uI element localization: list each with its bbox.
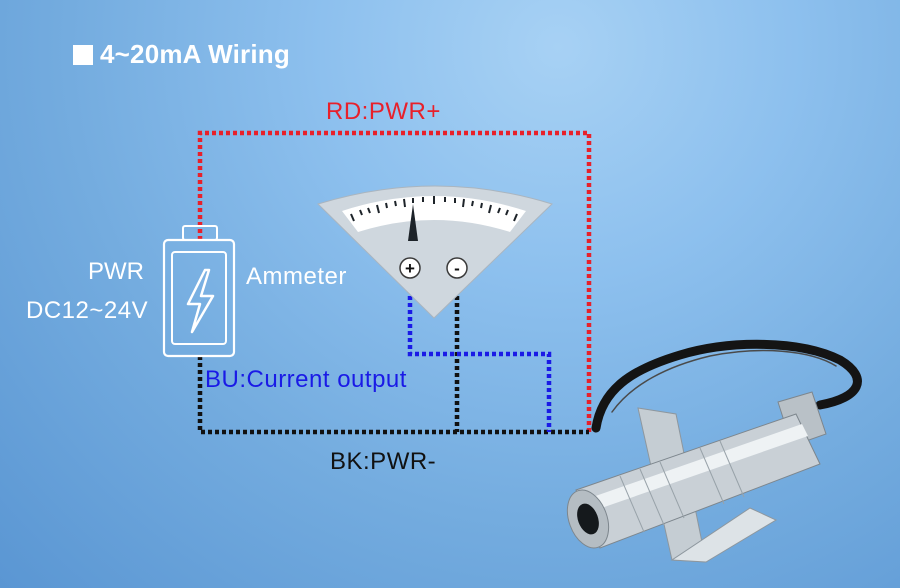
sensor-cable-highlight [611,349,837,413]
ammeter-icon: + - [317,185,553,319]
red-wire-label: RD:PWR+ [326,98,441,125]
ammeter-minus-terminal [446,257,468,279]
page-title: 4~20mA Wiring [73,39,290,70]
infrared-temperature-sensor-icon [566,391,827,563]
battery-inner [171,251,227,345]
ammeter-minus-sign: - [454,259,460,278]
battery-body [162,238,236,358]
power-label: PWR [88,258,144,285]
sensor-bracket-foot [670,507,778,563]
blue-wire [407,282,552,432]
red-wire [197,130,592,432]
sensor-lens [577,503,599,535]
sensor-body-highlight [584,424,808,512]
ammeter-scale-ticks [350,196,518,222]
title-bullet-square [73,44,93,65]
power-voltage-label: DC12~24V [26,297,149,324]
lightning-bolt-icon [186,268,215,334]
sensor-cable [591,339,862,433]
sensor-thread-lines [619,440,745,533]
blue-wire-label: BU:Current output [205,366,407,393]
ammeter-needle [408,204,418,241]
black-wire-label: BK:PWR- [330,448,437,475]
title-text: 4~20mA Wiring [100,39,290,69]
ammeter-plus-terminal [399,257,421,279]
ammeter-plus-sign: + [405,259,415,278]
ammeter-dial-face [342,196,526,232]
ammeter-label: Ammeter [246,263,347,290]
power-supply [162,225,236,358]
